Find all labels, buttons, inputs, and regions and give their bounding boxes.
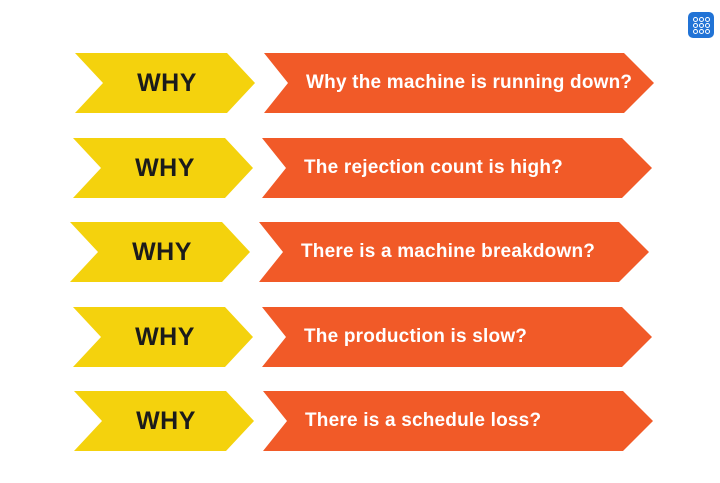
apps-grid-icon[interactable] — [688, 12, 714, 38]
why-row-4: WHY The production is slow? — [73, 307, 652, 367]
why-label: WHY — [137, 68, 197, 97]
question-text: There is a schedule loss? — [305, 410, 542, 431]
grid-dot — [698, 28, 704, 34]
grid-dot — [704, 28, 710, 34]
question-text: The rejection count is high? — [304, 157, 563, 178]
grid-dot — [692, 22, 698, 28]
question-arrow-shape: Why the machine is running down? — [264, 53, 654, 113]
question-text: Why the machine is running down? — [306, 72, 633, 93]
grid-dot — [704, 22, 710, 28]
question-text: There is a machine breakdown? — [301, 241, 596, 262]
why-arrow-shape: WHY — [73, 138, 253, 198]
grid-dot — [692, 16, 698, 22]
why-arrow-shape: WHY — [73, 307, 253, 367]
question-arrow-shape: The rejection count is high? — [262, 138, 652, 198]
why-row-5: WHY There is a schedule loss? — [74, 391, 653, 451]
question-arrow-shape: There is a schedule loss? — [263, 391, 653, 451]
grid-dot — [698, 16, 704, 22]
why-arrow-shape: WHY — [74, 391, 254, 451]
grid-dot — [698, 22, 704, 28]
grid-dot — [692, 28, 698, 34]
why-row-1: WHY Why the machine is running down? — [75, 53, 654, 113]
why-row-2: WHY The rejection count is high? — [73, 138, 652, 198]
why-row-3: WHY There is a machine breakdown? — [70, 222, 649, 282]
why-arrow-shape: WHY — [75, 53, 255, 113]
why-label: WHY — [132, 237, 192, 266]
why-label: WHY — [135, 153, 195, 182]
why-label: WHY — [136, 406, 196, 435]
question-text: The production is slow? — [304, 326, 528, 347]
grid-dot — [704, 16, 710, 22]
why-label: WHY — [135, 322, 195, 351]
question-arrow-shape: The production is slow? — [262, 307, 652, 367]
question-arrow-shape: There is a machine breakdown? — [259, 222, 649, 282]
why-arrow-shape: WHY — [70, 222, 250, 282]
